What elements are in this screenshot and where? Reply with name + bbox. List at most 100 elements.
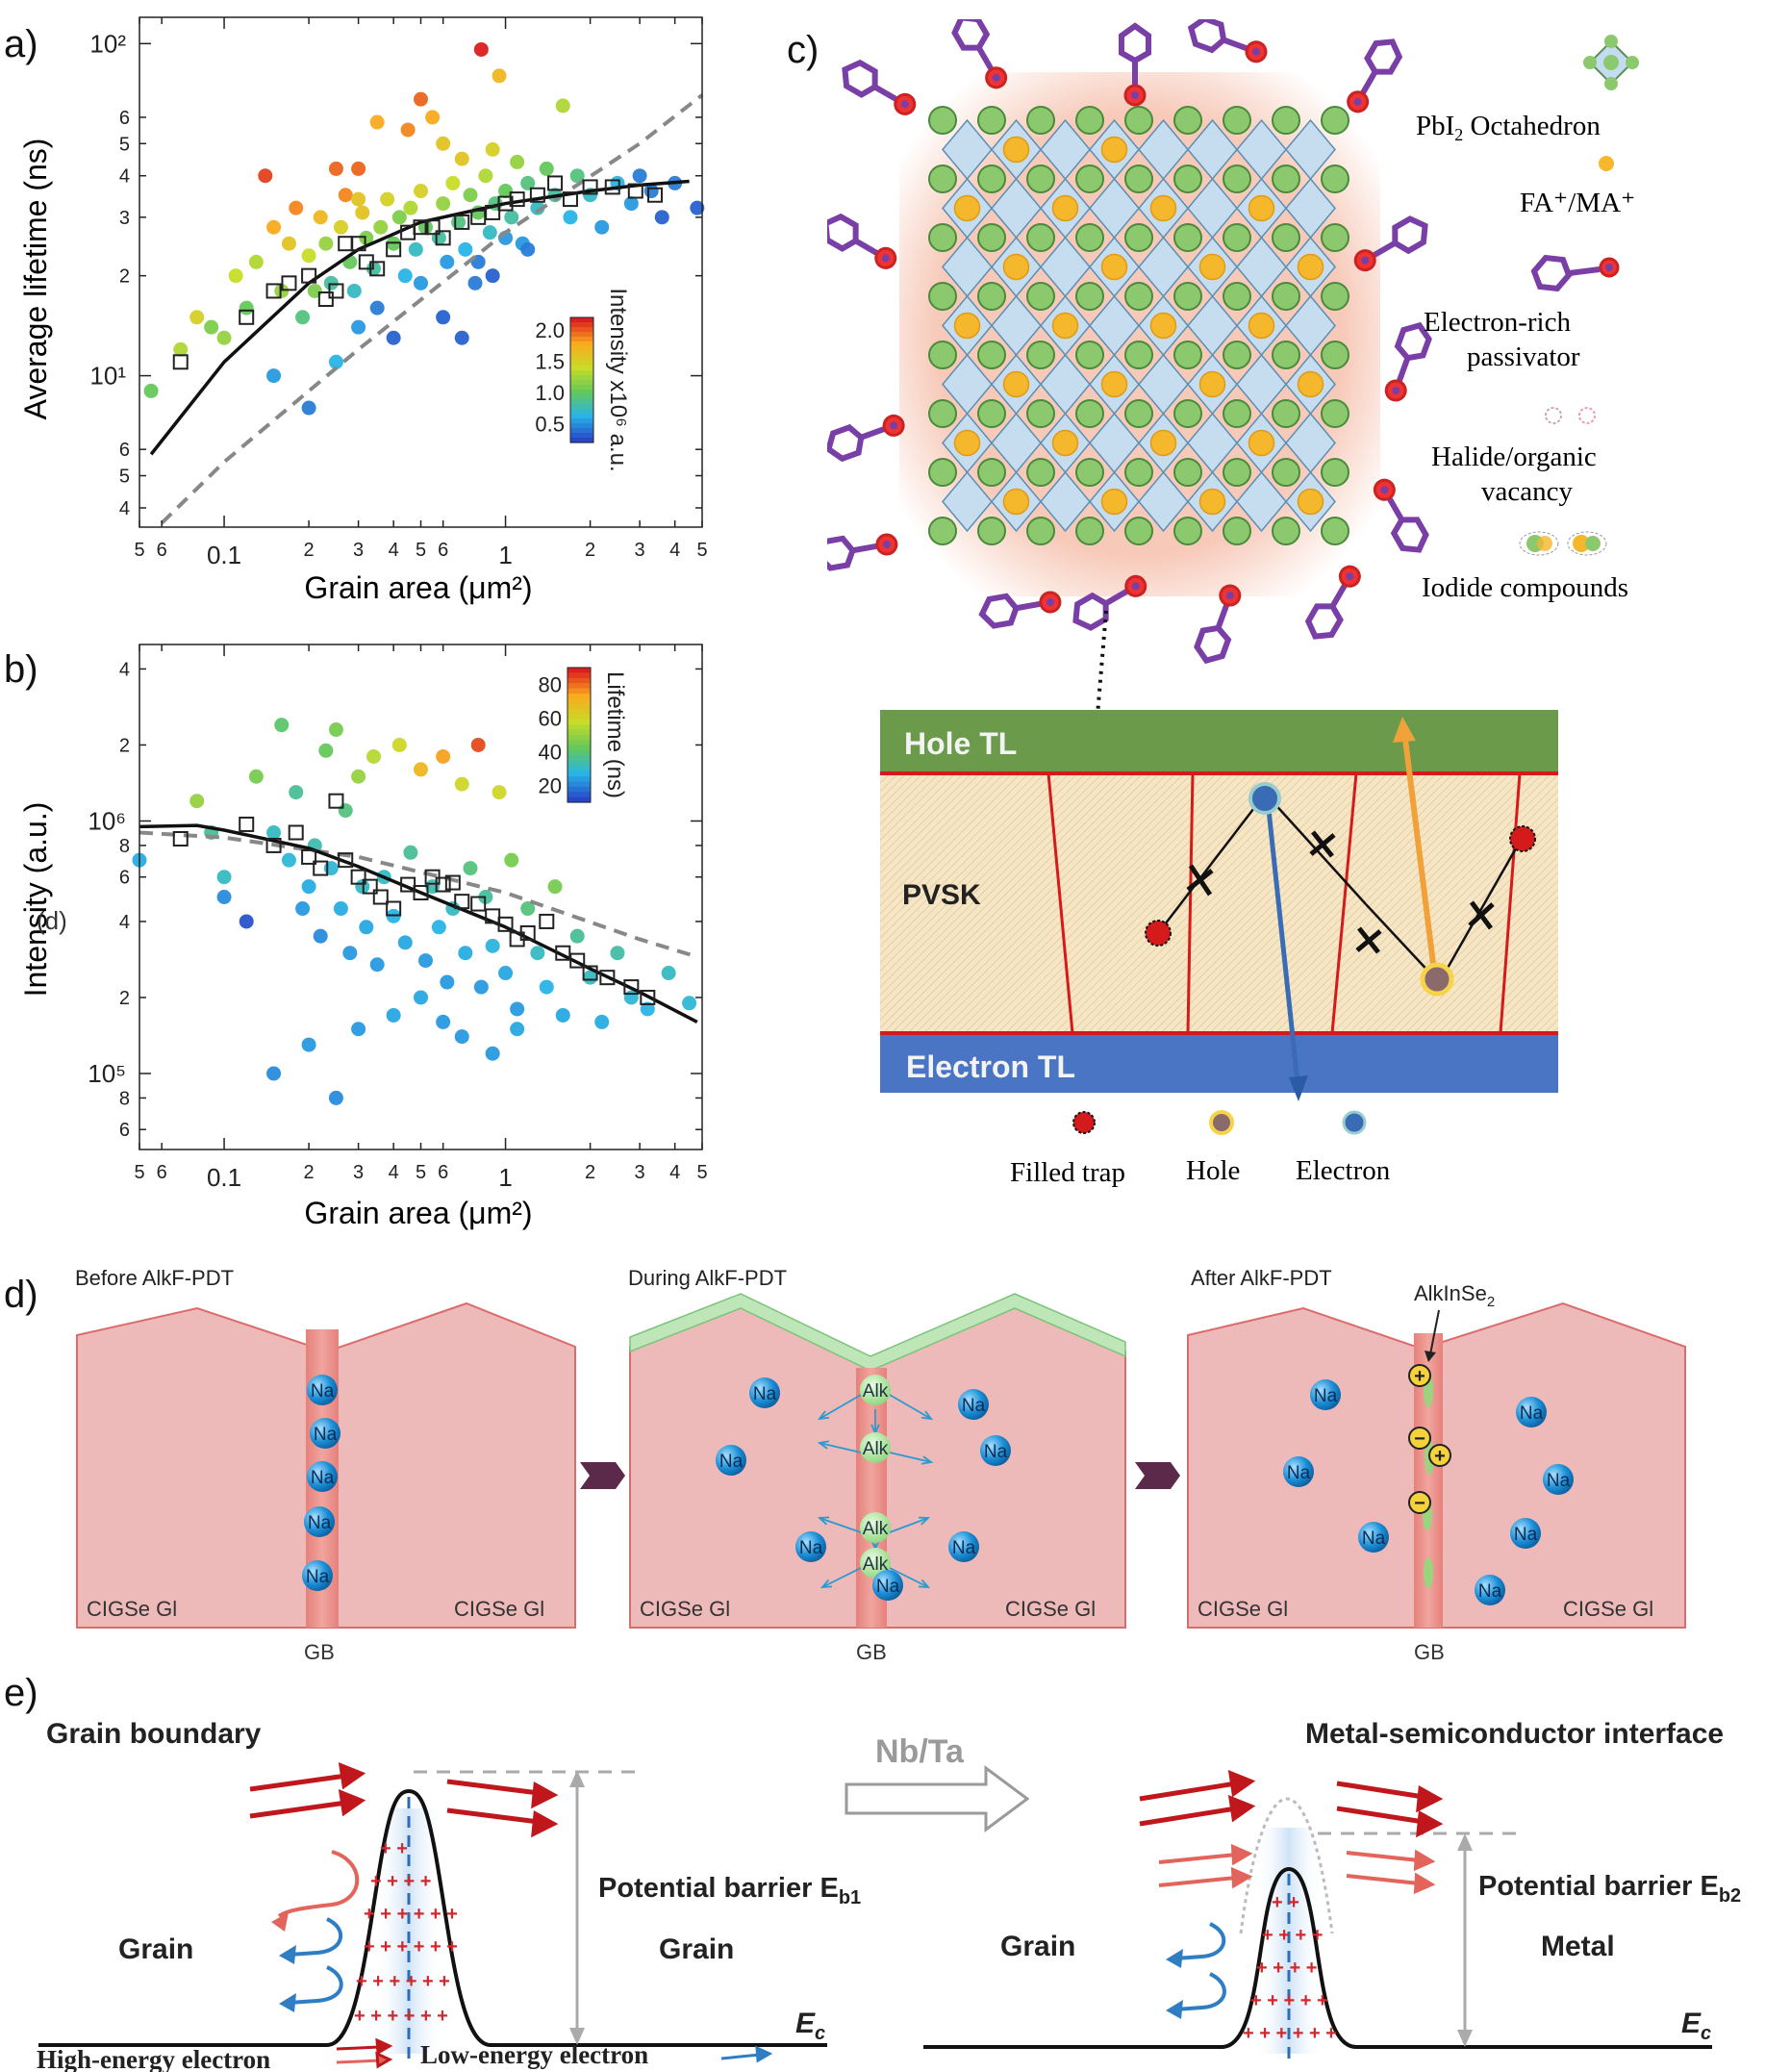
average-square-marker [288, 824, 304, 841]
fa-ma-cation [1149, 312, 1177, 340]
y-tick-label: 4 [119, 166, 130, 188]
octahedron [1138, 470, 1189, 533]
ion-sphere [860, 1432, 891, 1463]
average-square-marker [539, 913, 555, 929]
data-point [436, 136, 451, 151]
x-tick-label: 5 [134, 1162, 144, 1183]
average-square-marker [647, 187, 664, 203]
dashed-trend-line [160, 93, 704, 525]
data-point [414, 275, 428, 291]
benzene-ring [1194, 624, 1232, 665]
average-square-marker [424, 219, 441, 236]
na-ion: Na [304, 1506, 335, 1537]
data-point [414, 91, 428, 107]
average-square-marker [547, 175, 564, 191]
hole-carrier [1420, 962, 1454, 997]
x-axis-label-a: Grain area (μm²) [304, 570, 532, 605]
data-point [216, 330, 232, 345]
lattice-node [928, 106, 957, 135]
fa-ma-cation [953, 429, 981, 457]
colorbar-tick-label: 1.5 [535, 350, 565, 374]
ion-label: Na [1520, 1403, 1544, 1424]
average-square-marker [623, 979, 640, 996]
gl-label-3: CIGSe Gl [640, 1597, 730, 1621]
ion-sphere [307, 1461, 338, 1492]
x-tick-label: 3 [353, 540, 364, 561]
colorbar-segment [567, 796, 591, 803]
fa-ma-cation [1149, 429, 1177, 457]
fa-ma-cation [1248, 312, 1275, 340]
benzene-ring [827, 535, 856, 571]
data-point [281, 852, 296, 868]
average-square-marker [582, 965, 598, 981]
average-square-marker [386, 241, 402, 258]
data-point [369, 300, 385, 316]
colorbar-segment [567, 672, 591, 679]
data-point [520, 901, 536, 917]
data-point [333, 219, 348, 235]
data-point [463, 861, 478, 876]
colorbar-segment [567, 729, 591, 736]
binding-core [881, 254, 890, 263]
lattice-node [1272, 106, 1300, 135]
data-point [173, 341, 189, 357]
grain-label-2: Grain [659, 1933, 734, 1965]
data-point [482, 225, 497, 240]
lattice-node [928, 399, 957, 428]
passivator-molecules [827, 19, 1432, 665]
data-point [351, 769, 366, 784]
passivator-molecule [1353, 215, 1428, 272]
data-point [458, 241, 473, 257]
average-square-marker [281, 275, 297, 291]
metal-label: Metal [1541, 1931, 1615, 1962]
average-square-marker [582, 179, 598, 195]
na-ion: Na [1310, 1379, 1341, 1410]
na-ion: Na [302, 1560, 333, 1591]
linker [1215, 603, 1230, 629]
data-point [338, 188, 353, 203]
data-point [510, 1022, 525, 1037]
data-point [342, 946, 358, 961]
data-point [266, 824, 282, 840]
lattice-node [1272, 164, 1300, 193]
lattice-node [1075, 341, 1104, 369]
binding-core [1380, 486, 1389, 494]
data-point [467, 275, 483, 291]
colorbar-segment [570, 346, 593, 352]
colorbar-segment [567, 745, 591, 751]
data-point [431, 920, 446, 935]
fa-ma-cation [1149, 194, 1177, 222]
charge-sign: + [1414, 1366, 1425, 1387]
filled-trap-legend-icon [1072, 1111, 1096, 1134]
x-tick-label: 0.1 [207, 1163, 241, 1192]
fa-ma-cation [1100, 488, 1128, 516]
nb-ta-label: Nb/Ta [875, 1733, 965, 1770]
data-point [498, 184, 514, 199]
na-ion: Na [958, 1389, 989, 1420]
dashed-trend-line [139, 830, 698, 959]
reflected-arrow-left [277, 1850, 360, 1918]
diffusion-arrowhead [817, 1440, 830, 1450]
benzene-ring [1119, 22, 1151, 64]
lattice-node [1026, 458, 1055, 487]
lattice-node [1321, 341, 1349, 369]
ion-label: Na [962, 1396, 986, 1416]
positive-charge-row: + + + + + + [356, 1971, 450, 1992]
data-point [539, 161, 554, 176]
colorbar-segment [570, 317, 593, 323]
lattice-node [928, 223, 957, 252]
fit-line [149, 179, 690, 456]
na-ion: Na [948, 1531, 979, 1562]
average-square-marker [301, 848, 317, 865]
data-point [530, 200, 545, 215]
stray-label-d: (d) [37, 906, 67, 935]
during-stage: During AlkF-PDT CIGSe Gl CIGSe Gl GB Alk… [628, 1266, 1126, 1664]
linker [851, 543, 878, 554]
na-ion: Na [1475, 1575, 1505, 1605]
lattice-node [1272, 517, 1300, 545]
fa-ma-cation [1100, 253, 1128, 281]
y-tick-label: 10⁶ [88, 806, 126, 835]
y-tick-label: 10² [89, 29, 126, 58]
low-barrier-arrows-right [1158, 1843, 1436, 1895]
